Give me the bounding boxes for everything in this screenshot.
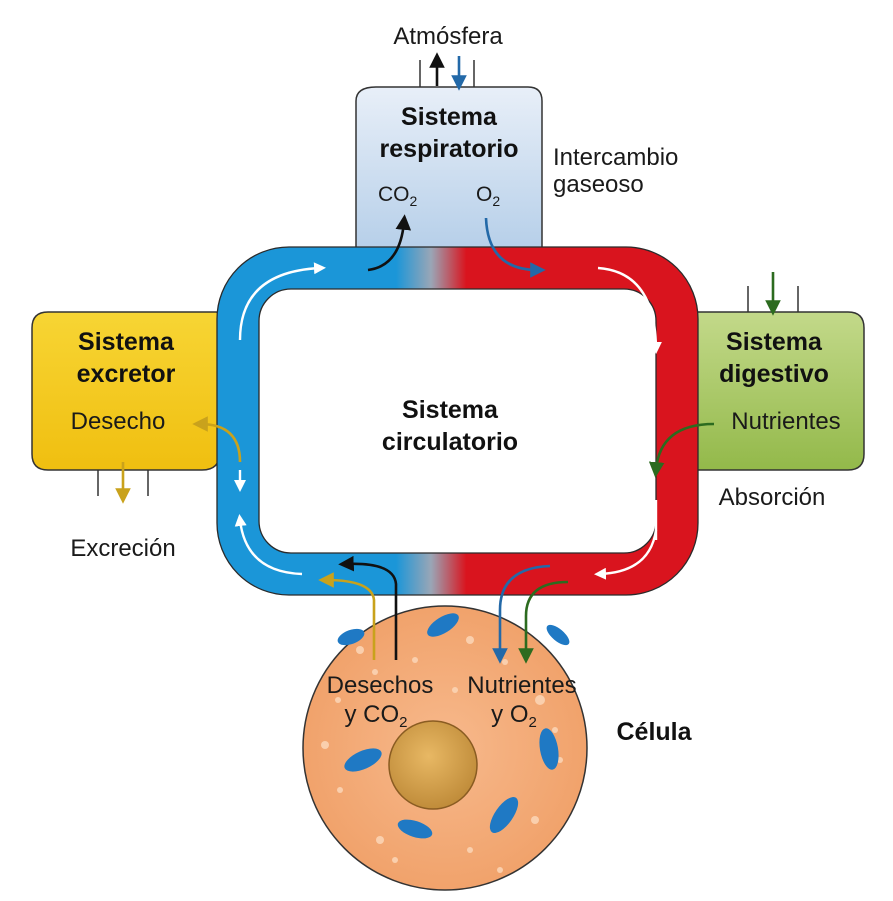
cell-wastes-label-1: Desechos	[327, 672, 434, 699]
digestive-title-2: digestivo	[719, 360, 829, 388]
cell-nutrients-label-2: y O2	[491, 701, 537, 731]
excretory-opening	[97, 470, 149, 496]
flow-direction-arrows	[234, 262, 662, 580]
co2-to-lungs-arrow	[367, 214, 412, 272]
gas-exchange-label-1: Intercambio	[553, 144, 678, 171]
digestive-opening	[747, 286, 799, 312]
circulatory-title-1: Sistema	[402, 396, 499, 424]
waste-label: Desecho	[71, 408, 166, 435]
co2-label: CO2	[378, 183, 418, 209]
cell-label: Célula	[616, 718, 692, 746]
circulatory-loop	[217, 247, 698, 595]
co2-from-cell-arrow	[338, 555, 398, 660]
absorption-label: Absorción	[719, 484, 826, 511]
circulatory-title-2: circulatorio	[382, 428, 518, 456]
excretory-title-2: excretor	[77, 360, 176, 388]
nutrients-label: Nutrientes	[731, 408, 840, 435]
respiratory-title-2: respiratorio	[380, 135, 519, 163]
excretory-title-1: Sistema	[78, 328, 175, 356]
cell: Desechos y CO2 Nutrientes y O2	[302, 605, 588, 891]
flow-arrow-bottom-left	[234, 514, 303, 576]
o2-to-blood-arrow	[484, 217, 546, 278]
o2-label: O2	[476, 183, 500, 209]
waste-from-cell-arrow	[318, 572, 376, 660]
o2-to-cell-arrow	[492, 564, 551, 664]
circulatory-loop-outer-edge	[216, 246, 699, 596]
cell-wastes-label-2: y CO2	[344, 701, 407, 731]
flow-arrow-bottom-right	[594, 529, 658, 580]
cell-nucleus	[388, 720, 478, 810]
excretory-system: Sistema excretor Desecho	[31, 311, 221, 504]
cell-nutrients-label-1: Nutrientes	[467, 672, 576, 699]
respiratory-title-1: Sistema	[401, 103, 498, 131]
digestive-title-1: Sistema	[726, 328, 823, 356]
respiratory-system: Sistema respiratorio CO2 O2	[355, 52, 543, 251]
excretion-label: Excreción	[70, 535, 175, 562]
atmosphere-label: Atmósfera	[393, 23, 503, 50]
waste-to-excretory-arrow	[192, 416, 242, 463]
digestive-system: Sistema digestivo Nutrientes	[679, 272, 865, 471]
nutrients-to-cell-arrow	[518, 580, 569, 664]
nutrients-to-blood-arrow	[648, 422, 715, 478]
flow-arrow-top-left	[238, 262, 326, 341]
gas-exchange-label-2: gaseoso	[553, 171, 644, 198]
flow-arrow-top-right	[597, 266, 662, 354]
circulatory-loop-inner-edge	[258, 288, 657, 554]
circulatory-system: Sistema circulatorio	[216, 246, 699, 596]
mitochondria	[337, 613, 570, 839]
respiratory-opening	[419, 60, 475, 87]
